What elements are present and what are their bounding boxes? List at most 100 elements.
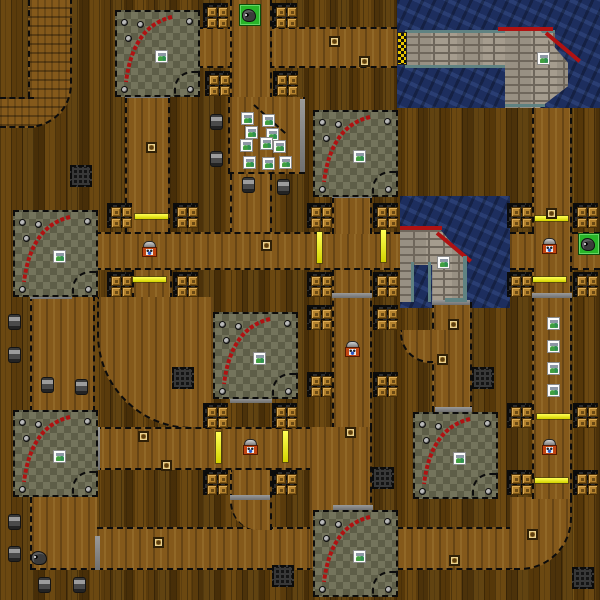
crate[interactable] (122, 287, 132, 297)
barrel[interactable] (242, 177, 255, 193)
crate[interactable] (588, 218, 598, 228)
crate[interactable] (577, 276, 587, 286)
item-box[interactable] (245, 126, 258, 139)
item-box[interactable] (253, 352, 266, 365)
crate[interactable] (188, 218, 198, 228)
turret-sprite[interactable] (243, 439, 258, 455)
crate[interactable] (377, 276, 387, 286)
crate[interactable] (388, 387, 398, 397)
crate[interactable] (207, 407, 217, 417)
crate[interactable] (511, 485, 521, 495)
crate[interactable] (522, 485, 532, 495)
gate-bar[interactable] (381, 230, 386, 262)
crate[interactable] (577, 207, 587, 217)
crate[interactable] (388, 376, 398, 386)
supply-box[interactable] (359, 56, 370, 67)
crate[interactable] (218, 474, 228, 484)
item-box[interactable] (240, 139, 253, 152)
supply-box[interactable] (153, 537, 164, 548)
crate[interactable] (287, 418, 297, 428)
crate[interactable] (188, 287, 198, 297)
supply-box[interactable] (527, 529, 538, 540)
crate[interactable] (377, 376, 387, 386)
turret-sprite[interactable] (542, 439, 557, 455)
gate-bar[interactable] (135, 214, 168, 219)
item-box[interactable] (260, 137, 273, 150)
crate[interactable] (218, 18, 228, 28)
barrel[interactable] (8, 347, 21, 363)
barrel[interactable] (75, 379, 88, 395)
crate[interactable] (207, 418, 217, 428)
crate[interactable] (122, 207, 132, 217)
crate[interactable] (377, 309, 387, 319)
supply-box[interactable] (138, 431, 149, 442)
crate[interactable] (388, 207, 398, 217)
crate[interactable] (511, 287, 521, 297)
crate[interactable] (277, 75, 287, 85)
item-box[interactable] (437, 256, 450, 269)
crate[interactable] (577, 407, 587, 417)
crate[interactable] (276, 18, 286, 28)
crate[interactable] (511, 407, 521, 417)
crate[interactable] (588, 474, 598, 484)
crate[interactable] (522, 207, 532, 217)
item-box[interactable] (453, 452, 466, 465)
creature-sprite[interactable] (581, 238, 595, 251)
gate-bar[interactable] (216, 432, 221, 463)
crate[interactable] (276, 407, 286, 417)
crate[interactable] (311, 276, 321, 286)
crate[interactable] (577, 485, 587, 495)
crate[interactable] (511, 218, 521, 228)
crate[interactable] (311, 287, 321, 297)
turret-sprite[interactable] (345, 341, 360, 357)
crate[interactable] (287, 407, 297, 417)
crate[interactable] (311, 387, 321, 397)
crate[interactable] (276, 7, 286, 17)
crate[interactable] (522, 418, 532, 428)
supply-box[interactable] (448, 319, 459, 330)
item-box[interactable] (241, 112, 254, 125)
crate[interactable] (177, 218, 187, 228)
supply-box[interactable] (261, 240, 272, 251)
crate[interactable] (511, 276, 521, 286)
crate[interactable] (377, 207, 387, 217)
item-box[interactable] (353, 550, 366, 563)
crate[interactable] (588, 418, 598, 428)
spawn-tile[interactable] (239, 4, 261, 26)
supply-box[interactable] (449, 555, 460, 566)
crate[interactable] (522, 287, 532, 297)
crate[interactable] (522, 276, 532, 286)
supply-box[interactable] (345, 427, 356, 438)
supply-box[interactable] (546, 208, 557, 219)
crate[interactable] (311, 320, 321, 330)
crate[interactable] (287, 7, 297, 17)
item-box[interactable] (547, 384, 560, 397)
crate[interactable] (577, 418, 587, 428)
crate[interactable] (177, 276, 187, 286)
crate[interactable] (287, 485, 297, 495)
barrel[interactable] (8, 314, 21, 330)
crate[interactable] (322, 276, 332, 286)
gate-bar[interactable] (133, 277, 166, 282)
gate-bar[interactable] (283, 431, 288, 462)
crate[interactable] (322, 376, 332, 386)
crate[interactable] (207, 7, 217, 17)
crate[interactable] (522, 218, 532, 228)
crate[interactable] (177, 287, 187, 297)
item-box[interactable] (243, 156, 256, 169)
crate[interactable] (277, 86, 287, 96)
spawn-tile[interactable] (578, 233, 600, 255)
supply-box[interactable] (437, 354, 448, 365)
item-box[interactable] (547, 340, 560, 353)
crate[interactable] (111, 287, 121, 297)
crate[interactable] (288, 86, 298, 96)
item-box[interactable] (547, 317, 560, 330)
creature-sprite[interactable] (242, 9, 256, 22)
crate[interactable] (111, 207, 121, 217)
barrel[interactable] (38, 577, 51, 593)
supply-box[interactable] (146, 142, 157, 153)
crate[interactable] (287, 18, 297, 28)
crate[interactable] (276, 485, 286, 495)
crate[interactable] (511, 207, 521, 217)
item-box[interactable] (537, 52, 550, 65)
